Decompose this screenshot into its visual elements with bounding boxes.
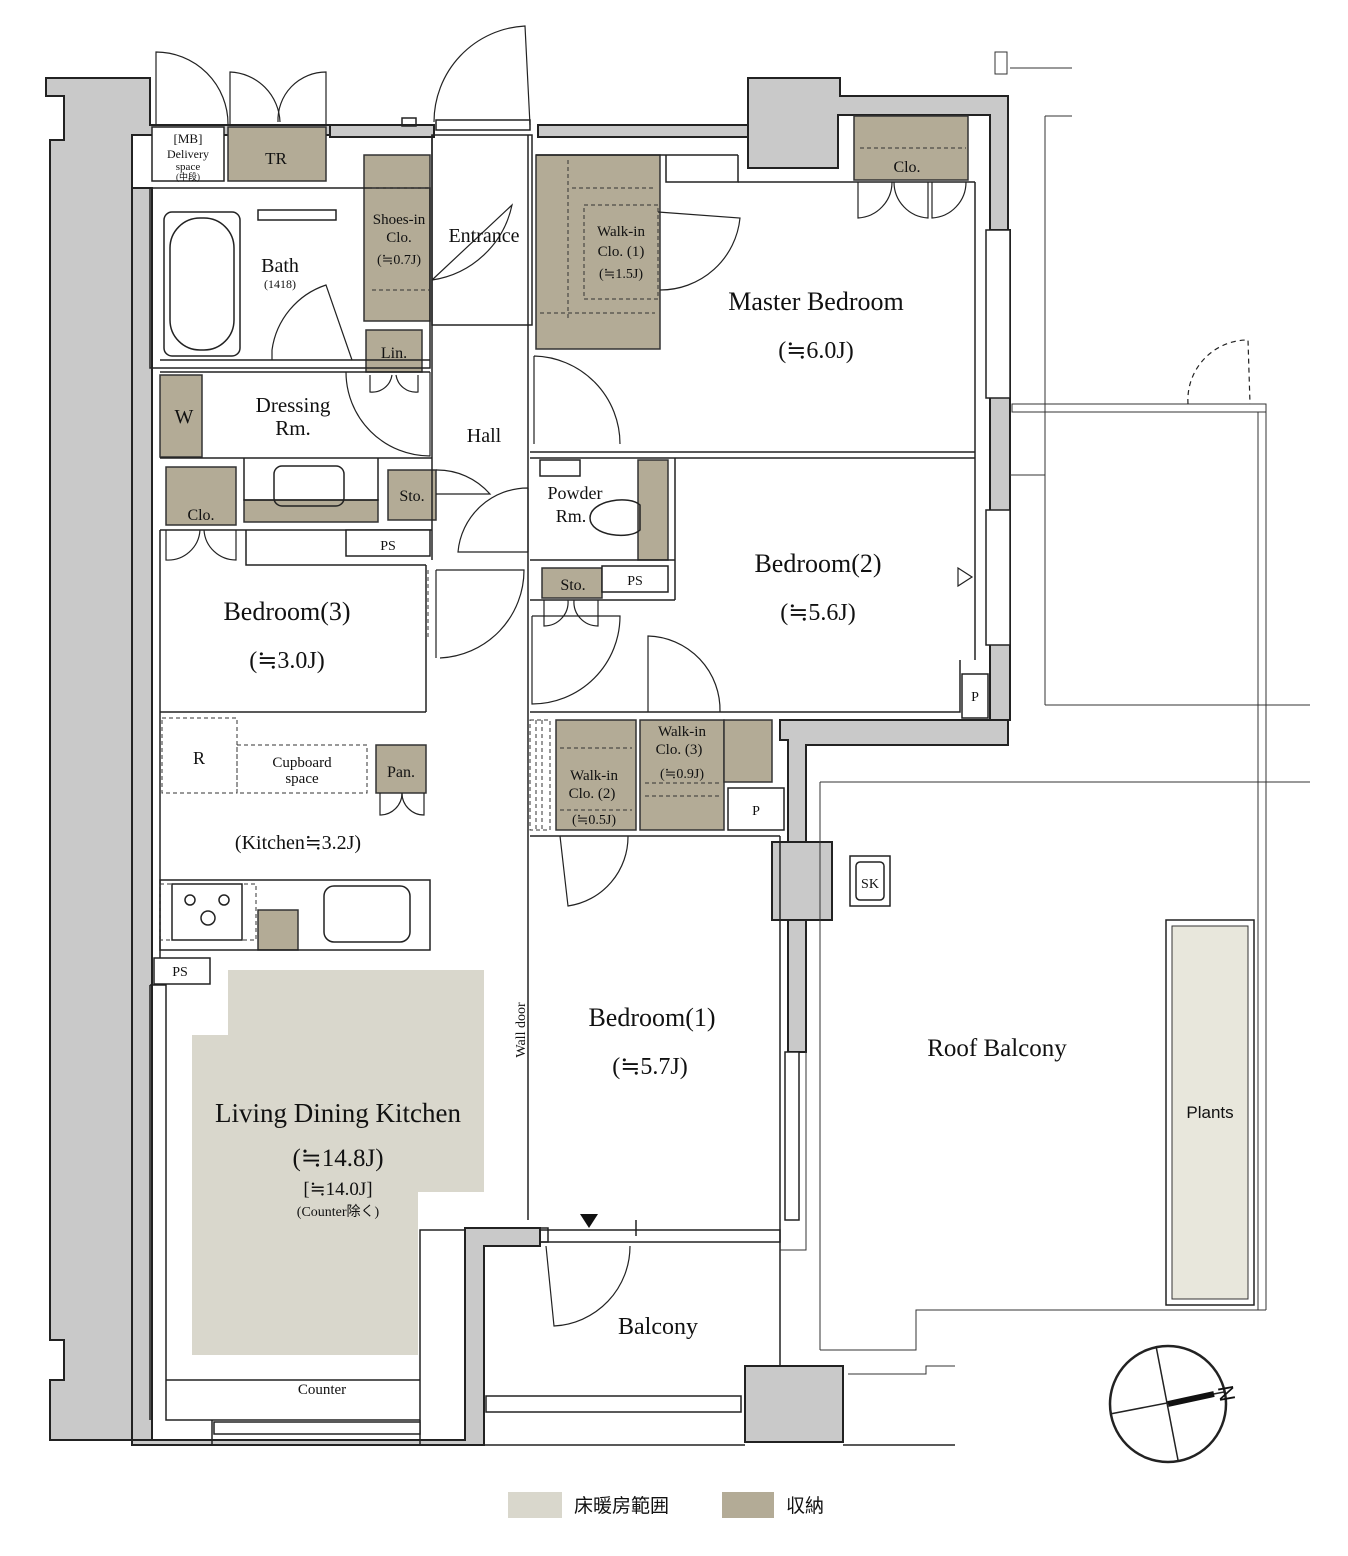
- bedroom3-label: Bedroom(3): [223, 597, 350, 626]
- wic2-label-1: Walk-in: [570, 768, 618, 784]
- master-bedroom-label: Master Bedroom: [728, 287, 903, 316]
- sk-label: SK: [861, 877, 879, 892]
- legend-heating-label: 床暖房範囲: [574, 1495, 669, 1517]
- powder-label-2: Rm.: [556, 506, 587, 526]
- structural-walls: [45, 51, 1011, 1446]
- balcony-label: Balcony: [618, 1314, 698, 1340]
- wic3-label-2: Clo. (3): [656, 742, 703, 758]
- storage-areas: [159, 115, 969, 951]
- compass-n-label: N: [1213, 1383, 1240, 1403]
- p-label-1: P: [971, 690, 979, 705]
- shoes-label-3: (≒0.7J): [377, 253, 421, 268]
- plants-label: Plants: [1186, 1103, 1233, 1122]
- legend-storage-swatch: [722, 1492, 774, 1518]
- kitchen-label: (Kitchen≒3.2J): [235, 832, 361, 854]
- lin-label: Lin.: [381, 345, 407, 362]
- tr-label: TR: [265, 149, 287, 168]
- delivery-space-label: space: [176, 161, 201, 173]
- dressing-label-2: Rm.: [275, 416, 311, 440]
- delivery-sub-label: (中段): [176, 171, 200, 182]
- delivery-label: Delivery: [167, 147, 209, 161]
- wic2-label-3: (≒0.5J): [572, 813, 616, 828]
- wic1-label-3: (≒1.5J): [599, 267, 643, 282]
- wic2-label-2: Clo. (2): [569, 786, 616, 802]
- counter-label: Counter: [298, 1382, 346, 1398]
- interior-walls: [149, 67, 1310, 1446]
- p-label-2: P: [752, 804, 760, 819]
- ps-label-1: PS: [380, 539, 396, 554]
- doors: [155, 25, 1251, 1327]
- mb-label: [MB]: [174, 131, 203, 146]
- wic3-label-1: Walk-in: [658, 724, 706, 740]
- ldk-note: (Counter除く): [297, 1204, 380, 1220]
- wic1-label-1: Walk-in: [597, 224, 645, 240]
- powder-label-1: Powder: [548, 483, 603, 503]
- sto-label-bedroom2: Sto.: [560, 577, 585, 594]
- bath-label: Bath: [261, 255, 299, 277]
- legend-heating-swatch: [508, 1492, 562, 1518]
- pan-label: Pan.: [387, 764, 415, 781]
- r-label: R: [193, 748, 205, 768]
- bedroom3-size: (≒3.0J): [249, 648, 324, 674]
- w-label: W: [175, 406, 194, 428]
- bedroom1-size: (≒5.7J): [612, 1054, 687, 1080]
- bedroom2-label: Bedroom(2): [754, 549, 881, 578]
- ldk-heated-area: [192, 970, 484, 1355]
- legend-storage-label: 収納: [786, 1495, 824, 1517]
- master-clo-label: Clo.: [893, 159, 920, 176]
- bedroom3-clo-label: Clo.: [187, 507, 214, 524]
- compass: N: [1108, 1344, 1240, 1464]
- shoes-label-2: Clo.: [386, 230, 411, 246]
- hall-label: Hall: [467, 425, 502, 447]
- bedroom2-size: (≒5.6J): [780, 600, 855, 626]
- wic3-label-3: (≒0.9J): [660, 767, 704, 782]
- fixtures: [163, 209, 1255, 1306]
- label-boxes: [151, 126, 989, 985]
- shoes-label-1: Shoes-in: [373, 212, 426, 228]
- legend: 床暖房範囲 収納: [508, 1492, 824, 1518]
- wic1-label-2: Clo. (1): [598, 244, 645, 260]
- entrance-label: Entrance: [448, 225, 519, 247]
- roof-balcony-label: Roof Balcony: [927, 1035, 1067, 1062]
- sto-label-hall: Sto.: [399, 488, 424, 505]
- cupboard-label-2: space: [285, 771, 319, 787]
- wall-door-label: Wall door: [514, 1002, 529, 1058]
- ldk-size: (≒14.8J): [292, 1145, 383, 1172]
- cupboard-label-1: Cupboard: [272, 755, 332, 771]
- ldk-label: Living Dining Kitchen: [215, 1098, 461, 1128]
- ldk-size-2: [≒14.0J]: [303, 1179, 372, 1200]
- dressing-label-1: Dressing: [256, 393, 331, 417]
- bath-size-label: (1418): [264, 277, 296, 291]
- ps-label-2: PS: [627, 574, 643, 589]
- room-labels: [MB] Delivery space (中段) TR Bath (1418) …: [167, 131, 1234, 1398]
- bedroom1-label: Bedroom(1): [588, 1003, 715, 1032]
- master-bedroom-size: (≒6.0J): [778, 338, 853, 364]
- ps-label-3: PS: [172, 965, 188, 980]
